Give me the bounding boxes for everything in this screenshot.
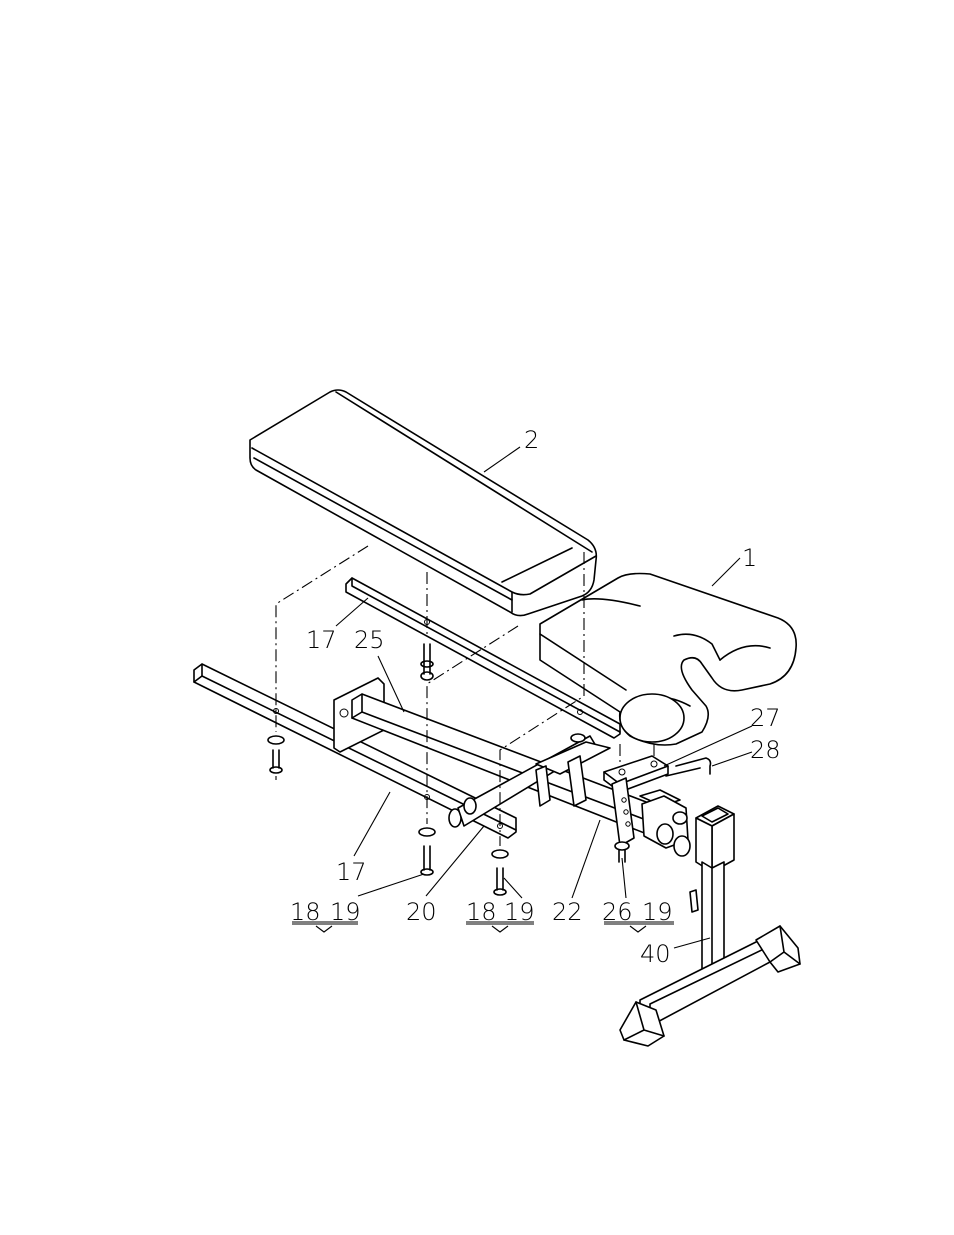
label-17-upper: 17 [306, 626, 337, 654]
bolt-18-upper [421, 644, 433, 680]
label-25: 25 [354, 626, 385, 654]
label-2: 2 [524, 426, 539, 454]
label-22: 22 [552, 898, 583, 926]
label-27: 27 [750, 704, 781, 732]
washer-top [571, 734, 585, 742]
bolt-18-left [268, 736, 284, 773]
back-pad [250, 390, 596, 616]
label-20: 20 [406, 898, 437, 926]
bolt-18-right [492, 850, 508, 895]
label-40: 40 [640, 940, 671, 968]
bolt-18-middle [419, 828, 435, 875]
label-28: 28 [750, 736, 781, 764]
label-17-lower: 17 [336, 858, 367, 886]
label-1: 1 [742, 544, 757, 572]
